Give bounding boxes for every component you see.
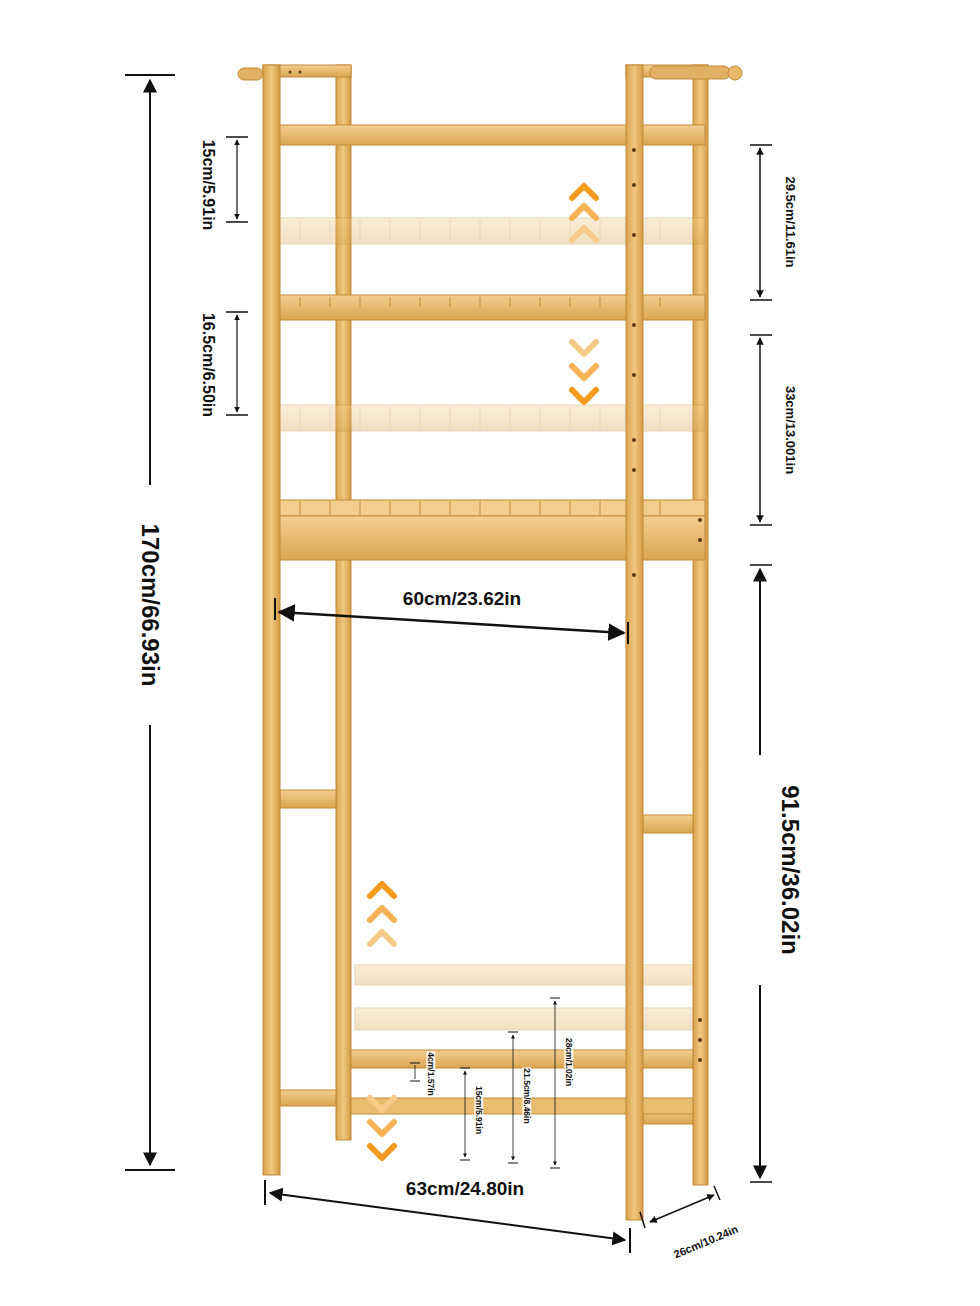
dimension-label: 21.5cm/8.46in [523,1067,532,1124]
dimension-label: 15cm/5.91in [475,1085,484,1135]
depth-label: 26cm/10.24in [672,1224,739,1261]
width-label: 60cm/23.62in [403,589,521,608]
dimension-label: 15cm/5.91in [200,140,216,231]
dimension-label: 16.5cm/6.50in [200,313,216,417]
dimension-label: 4cm/1.57in [427,1051,436,1096]
height-label: 91.5cm/36.02in [778,785,802,954]
dimension-label: 33cm/13.001in [784,386,797,474]
width-label: 63cm/24.80in [406,1179,524,1198]
dimension-label: 28cm/1.02in [565,1037,574,1087]
height-label: 170cm/66.93in [138,524,162,687]
dimension-label: 29.5cm/11.61in [784,176,797,267]
